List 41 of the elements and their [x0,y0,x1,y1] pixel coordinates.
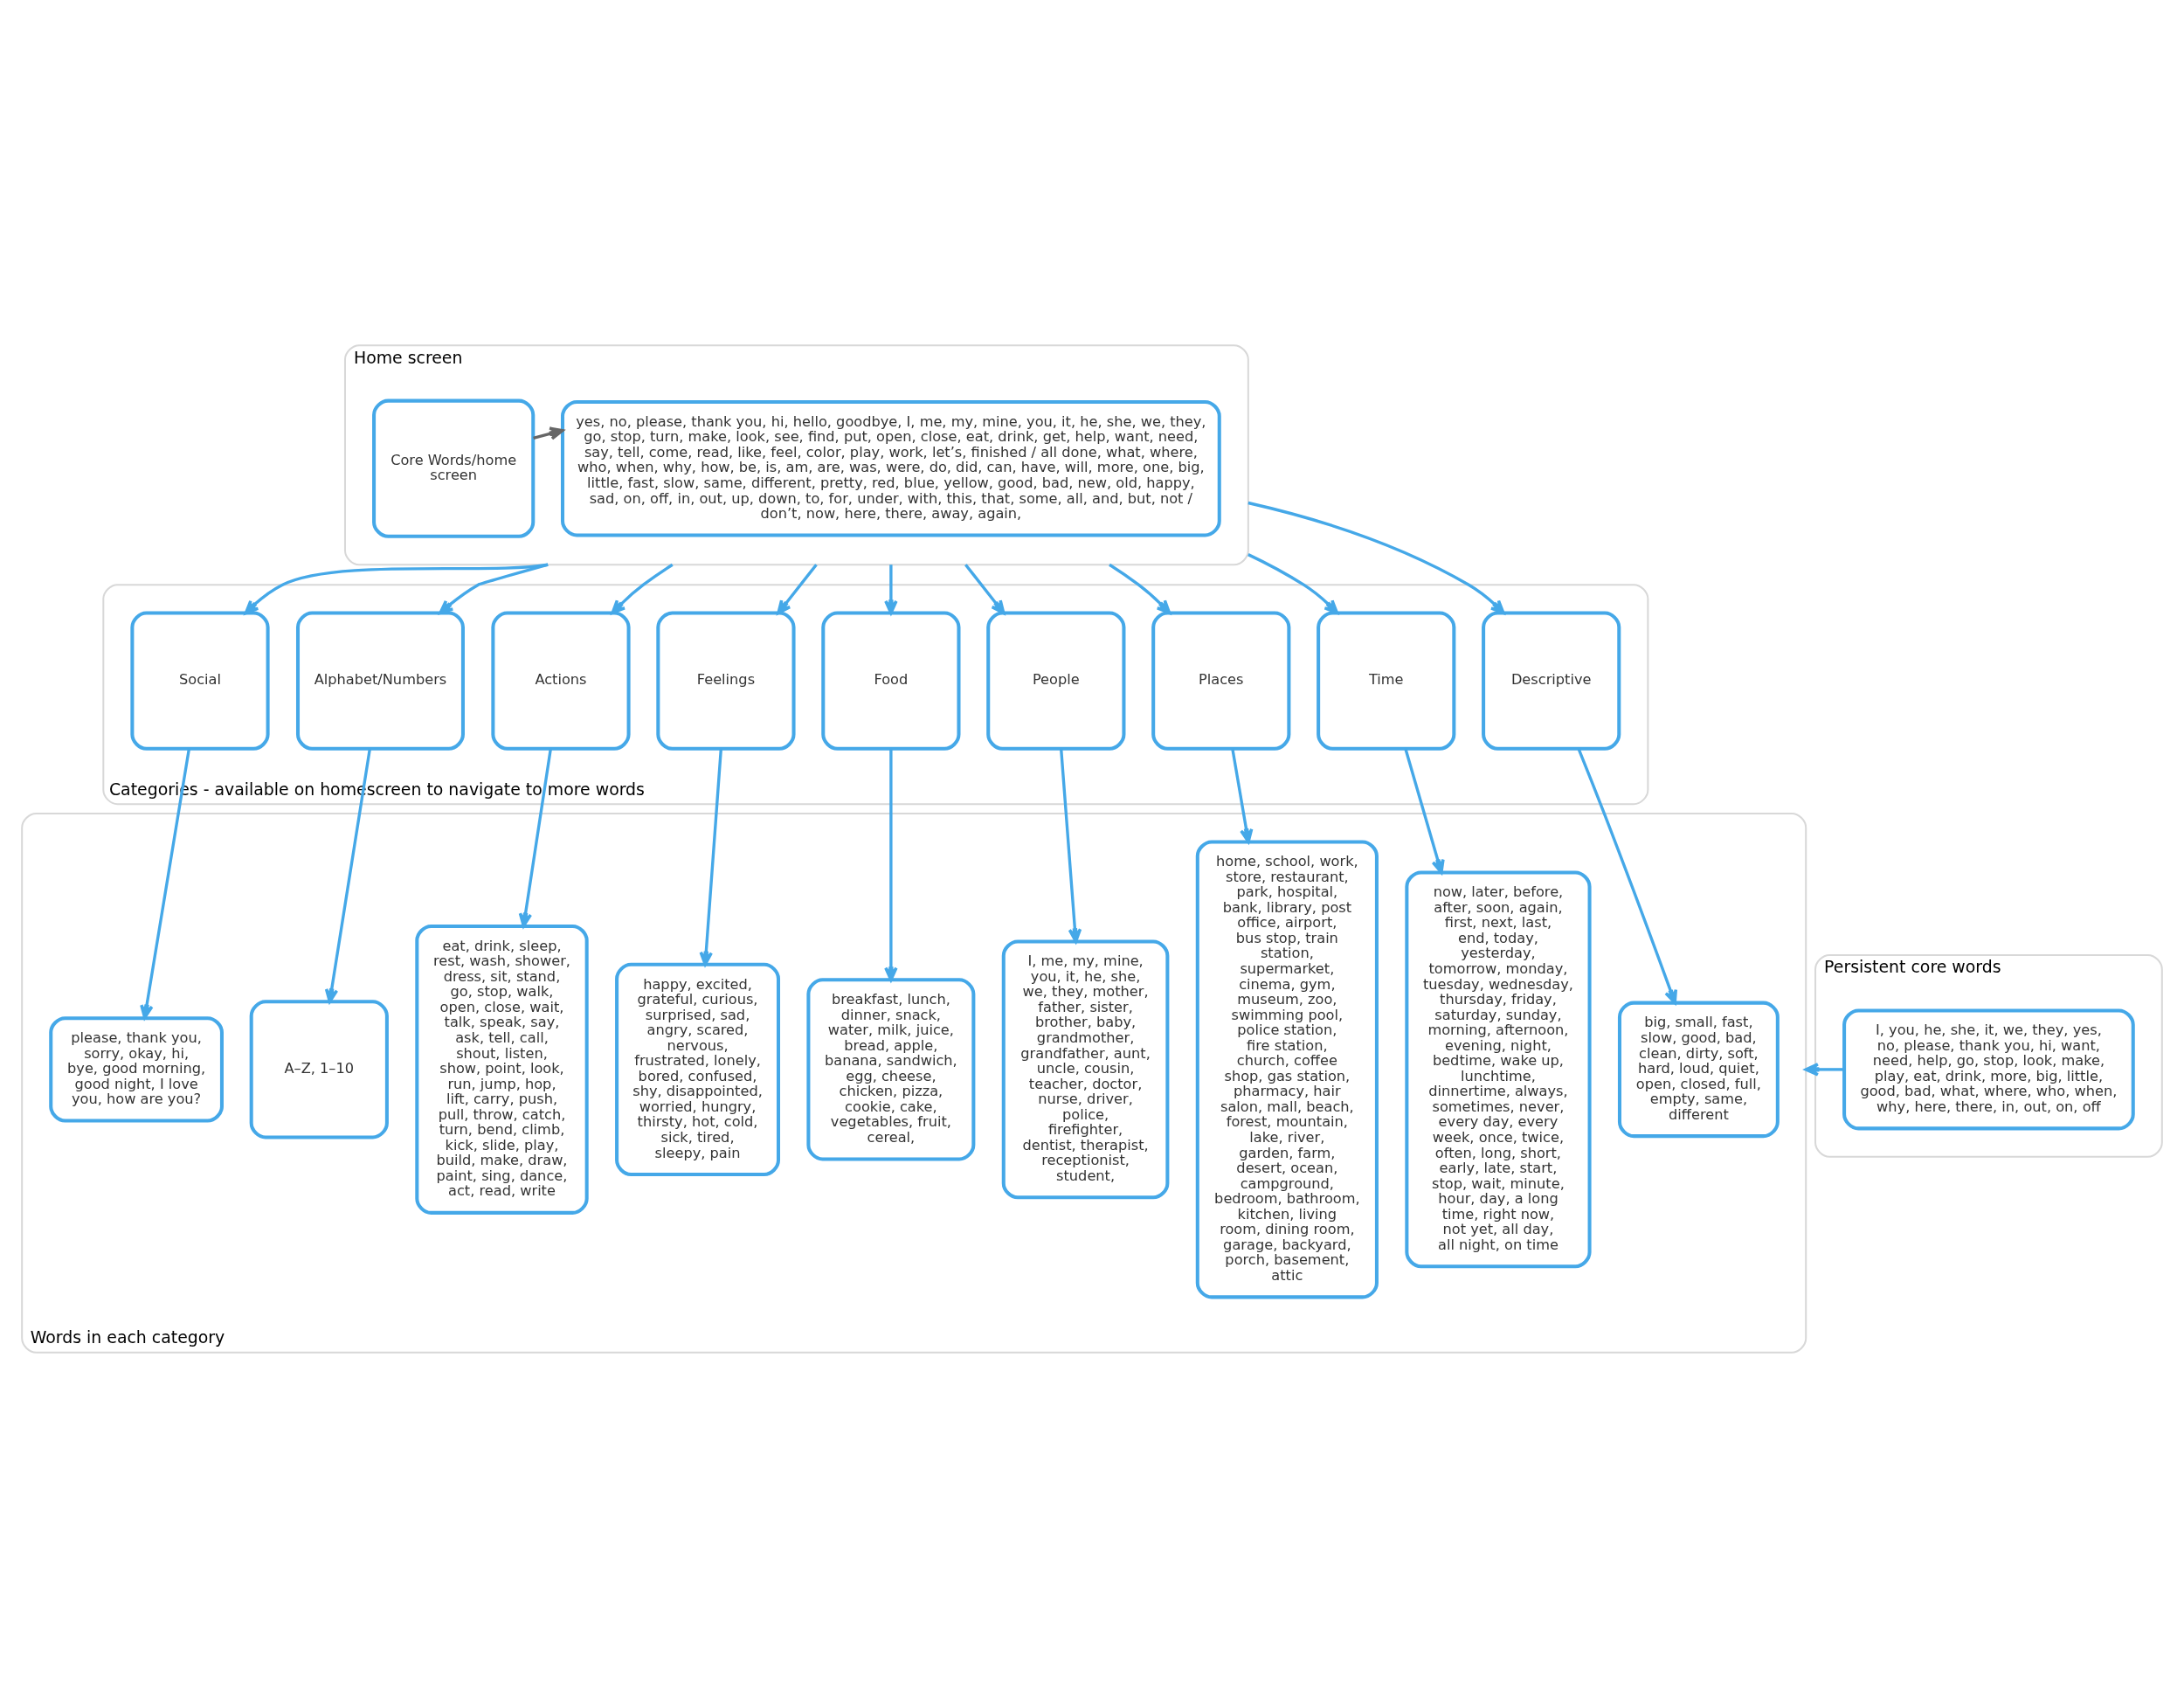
node-box: now, later, before, after, soon, again, first, next, last, end, today, yesterday, tomorrow, monday, tuesday, wednesday, thursday, friday, saturday, sunday, morning, afternoon, evening, night, bedtime, wake up, lunchtime, dinnertime, always, sometimes, never, every day, every week, once, twice, often, long, short, early, late, start, stop, wait, minute, hour, day, a long time, right now, not yet, all day, all night, on time [1405,869,1592,1268]
node-box: Descriptive [1482,611,1621,751]
node-box: People [986,611,1126,751]
arrow [1248,501,1505,614]
node-box: Food [821,611,961,751]
arrow [533,426,564,440]
arrow [777,563,818,614]
arrow [884,748,898,981]
node-box: Alphabet/Numbers [296,611,465,751]
node-box: Core Words/home screen [372,398,536,538]
node-box: Social [130,611,270,751]
arrow [1231,748,1254,843]
arrow [439,563,549,614]
arrow [611,563,674,614]
arrow [140,748,191,1019]
node-box: Time [1317,611,1456,751]
arrow [1060,748,1082,943]
node-box: Feelings [656,611,796,751]
node-box: big, small, fast, slow, good, bad, clean, dirty, soft, hard, loud, quiet, open, closed, full, empty, same, different [1617,1001,1780,1138]
arrow [964,563,1006,614]
node-box: yes, no, please, thank you, hi, hello, goodbye, I, me, my, mine, you, it, he, she, we, they, go, stop, turn, make, look, see, find, put, open, close, eat, drink, get, help, want, need, say, tell, come, read, like, feel, color, play, work, let’s, finished / all done, what, where, who, when, why, how, be, is, am, are, was, were, do, did, can, have, will, more, one, big, little, fast, slow, same, different, pretty, red, blue, yellow, good, bad, new, old, happy, sad, on, off, in, out, up, down, to, for, under, with, this, that, some, all, and, but, not / don’t, now, here, there, away, again, [560,399,1221,537]
arrow [1404,748,1445,874]
node-box: A–Z, 1–10 [249,999,389,1139]
arrow [518,748,552,927]
arrow [1109,563,1171,614]
node-box: please, thank you, sorry, okay, hi, bye, good morning, good night, I love you, how are you? [49,1015,224,1123]
node-box: happy, excited, grateful, curious, surprised, sad, angry, scared, nervous, frustrated, lonely, bored, confused, shy, disappointed, worried, hungry, thirsty, hot, cold, sick, tired, sleepy, pain [615,962,780,1176]
arrow [244,563,549,614]
node-box: breakfast, lunch, dinner, snack, water, milk, juice, bread, apple, banana, sandwich, egg, cheese, chicken, pizza, cookie, cake, vegetables, fruit, cereal, [806,977,976,1160]
node-box: home, school, work, store, restaurant, park, hospital, bank, library, post office, airport, bus stop, train station, supermarket, cinema, gym, museum, zoo, swimming pool, police station, fire station, church, coffee shop, gas station, pharmacy, hair salon, mall, beach, forest, mountain, lake, river, garden, farm, desert, ocean, campground, bedroom, bathroom, kitchen, living room, dining room, garage, backyard, porch, basement, attic [1195,839,1379,1299]
node-box: Actions [491,611,631,751]
arrow [324,748,371,1003]
arrow [884,564,898,614]
arrow [1577,747,1678,1004]
arrow [1804,1062,1845,1077]
node-box: eat, drink, sleep, rest, wash, shower, dress, sit, stand, go, stop, walk, open, close, wait, talk, speak, say, ask, tell, call, shout, listen, show, point, look, run, jump, hop, lift, carry, push, pull, throw, catch, turn, bend, climb, kick, slide, play, build, make, draw, paint, sing, dance, act, read, write [415,924,589,1215]
arrow [699,748,722,966]
arrow [1248,552,1339,614]
node-box: I, you, he, she, it, we, they, yes, no, please, thank you, hi, want, need, help, go, stop, look, make, play, eat, drink, more, big, little, good, bad, what, where, who, when, why, here, there, in, out, on, off [1842,1008,2135,1130]
node-box: I, me, my, mine, you, it, he, she, we, they, mother, father, sister, brother, baby, grandmother, grandfather, aunt, uncle, cousin, teacher, doctor, nurse, driver, police, firefighter, dentist, therapist, receptionist, student, [1001,939,1170,1199]
node-box: Places [1151,611,1291,751]
